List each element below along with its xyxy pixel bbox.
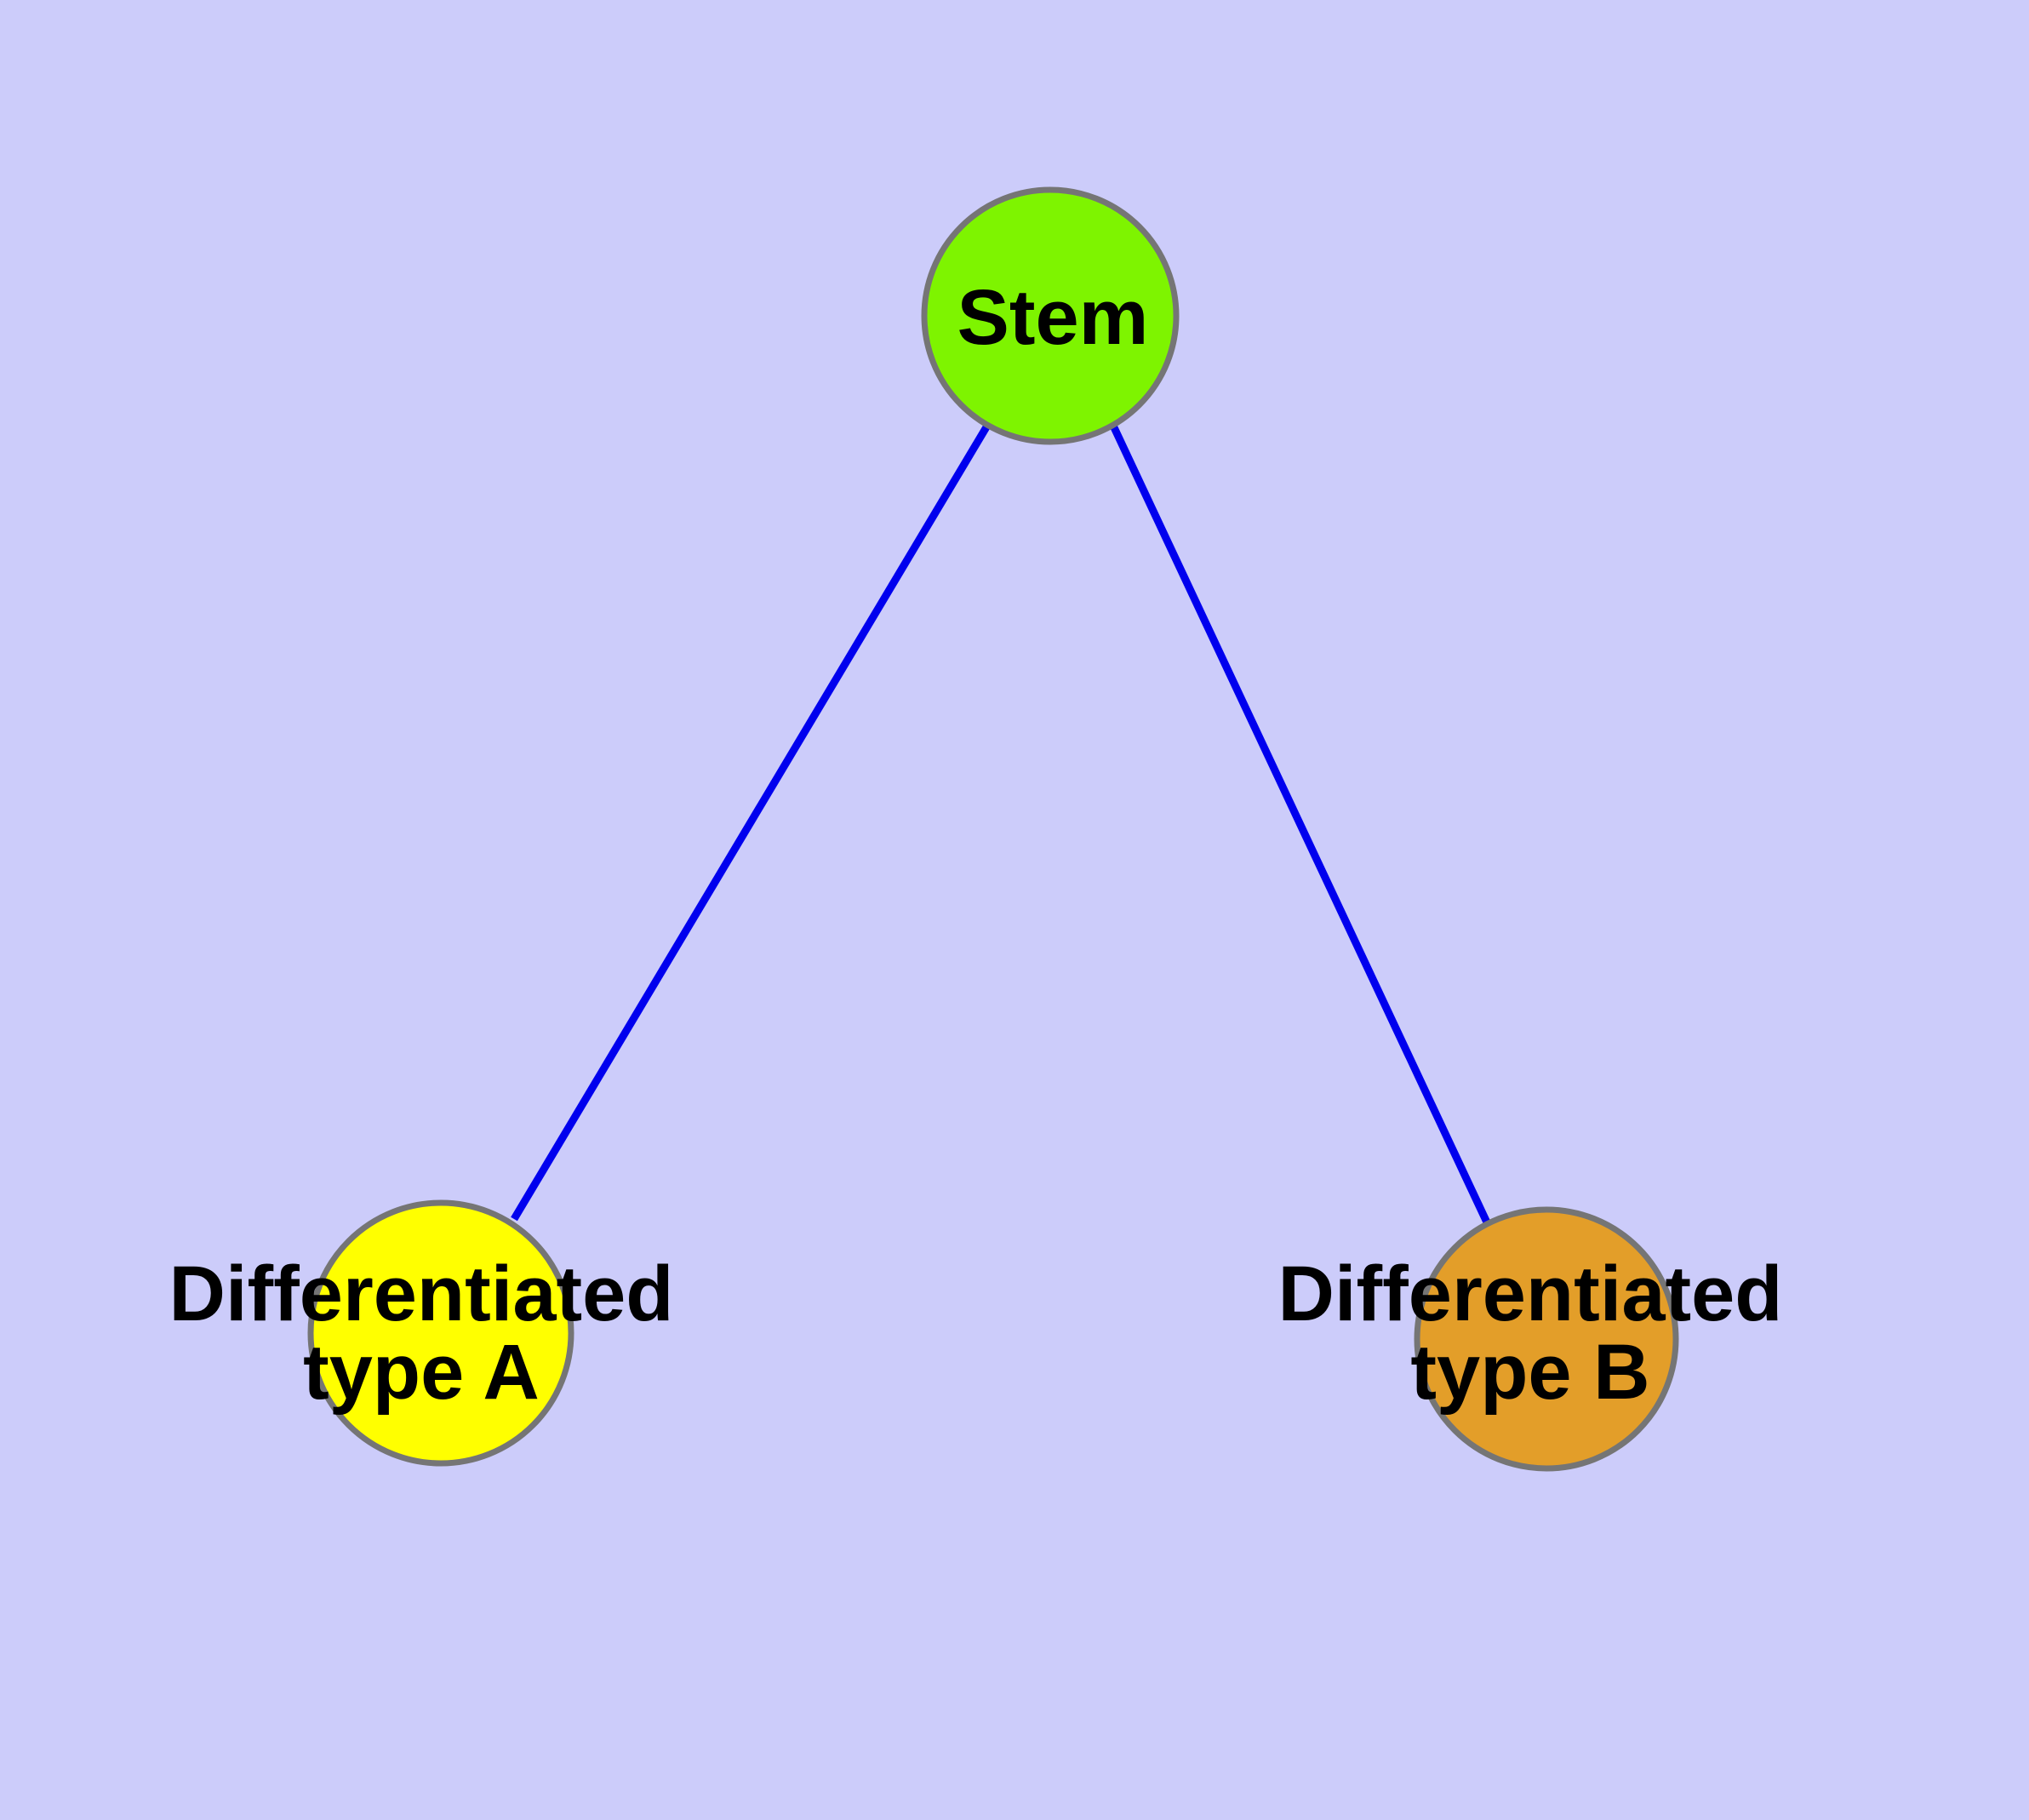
edge-layer [511, 423, 1492, 1226]
node-differentiated-type-b-label-line1: Differentiated [1278, 1251, 1783, 1337]
node-differentiated-type-a-label-line2: type A [303, 1329, 540, 1416]
label-layer: Stem Differentiated type A Differentiate… [169, 274, 1783, 1416]
node-differentiated-type-a-label-line1: Differentiated [169, 1251, 674, 1337]
edge-stem-to-differentiated-type-a[interactable] [511, 423, 991, 1222]
node-differentiated-type-a-circle[interactable] [307, 1199, 574, 1467]
node-differentiated-type-b[interactable] [1414, 1206, 1679, 1472]
node-stem[interactable] [921, 186, 1180, 445]
node-differentiated-type-b-label-line2: type B [1410, 1329, 1649, 1416]
node-stem-circle[interactable] [921, 186, 1180, 445]
node-stem-label: Stem [957, 274, 1149, 361]
node-differentiated-type-a[interactable] [307, 1199, 574, 1467]
edge-stem-to-differentiated-type-b[interactable] [1109, 424, 1492, 1226]
node-differentiated-type-b-circle[interactable] [1414, 1206, 1679, 1472]
node-layer [307, 186, 1679, 1472]
